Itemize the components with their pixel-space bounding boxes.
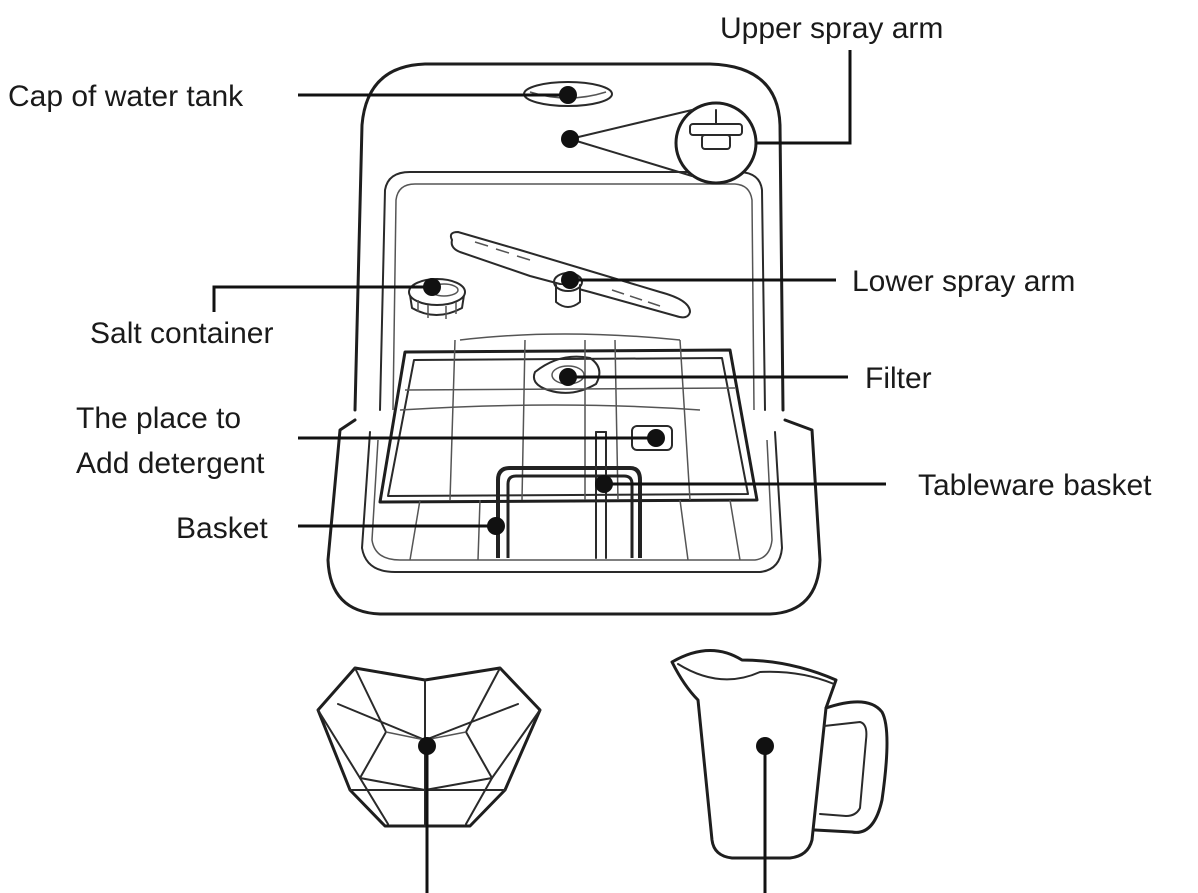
dot-folding-basket [418, 737, 436, 755]
dishwasher-cavity [379, 171, 766, 411]
label-cap-of-water-tank: Cap of water tank [8, 80, 244, 113]
dot-cap-of-water-tank [559, 86, 577, 104]
label-detergent-line2: Add detergent [76, 447, 265, 480]
dot-filter [559, 368, 577, 386]
label-salt-container: Salt container [90, 317, 273, 350]
dot-lower-spray-arm [561, 271, 579, 289]
dishwasher-tub [326, 418, 822, 616]
tableware-basket-illustration [496, 431, 642, 559]
dot-tableware-basket [595, 475, 613, 493]
label-detergent-line1: The place to [76, 402, 241, 435]
rack-illustration [378, 333, 759, 561]
dot-basket [487, 517, 505, 535]
dot-detergent [647, 429, 665, 447]
leader-upper-spray-arm [756, 50, 852, 145]
callout-leaders [212, 50, 886, 893]
dot-salt-container [423, 278, 441, 296]
label-tableware-basket: Tableware basket [918, 469, 1152, 502]
label-upper-spray-arm: Upper spray arm [720, 12, 943, 45]
leader-salt-container [212, 285, 432, 312]
label-filter: Filter [865, 362, 932, 395]
label-basket: Basket [176, 512, 268, 545]
dot-measuring-jug [756, 737, 774, 755]
label-lower-spray-arm: Lower spray arm [852, 265, 1075, 298]
callout-labels: Upper spray arm Cap of water tank Lower … [8, 12, 1152, 545]
dot-upper-spray-arm [561, 130, 579, 148]
measuring-jug-illustration [670, 649, 889, 860]
dishwasher-housing [353, 62, 785, 412]
